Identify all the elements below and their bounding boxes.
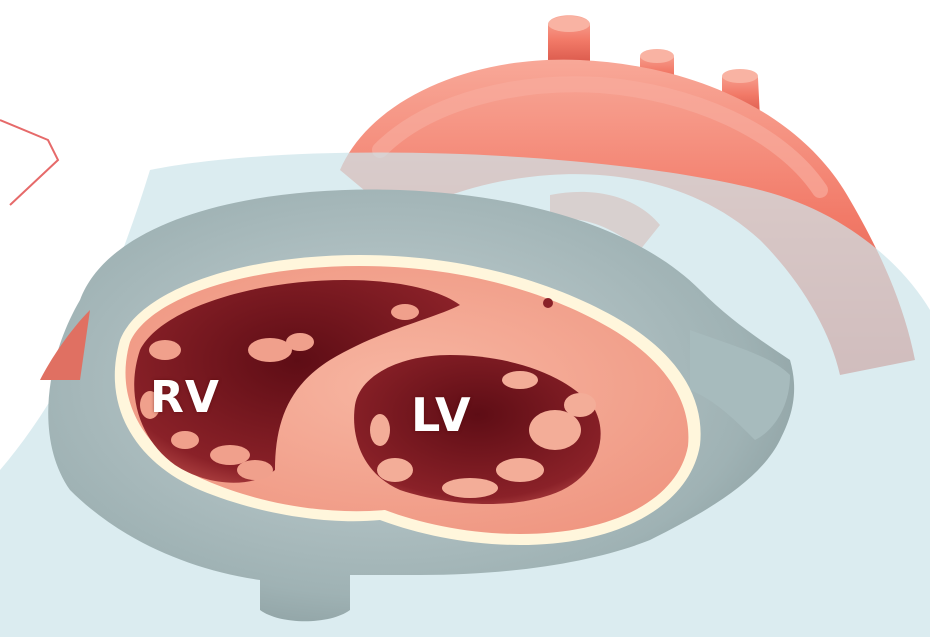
rv-label: RV bbox=[150, 372, 220, 423]
lv-label: LV bbox=[411, 388, 472, 442]
corner-outline bbox=[0, 120, 58, 205]
vessel-dot bbox=[543, 298, 553, 308]
